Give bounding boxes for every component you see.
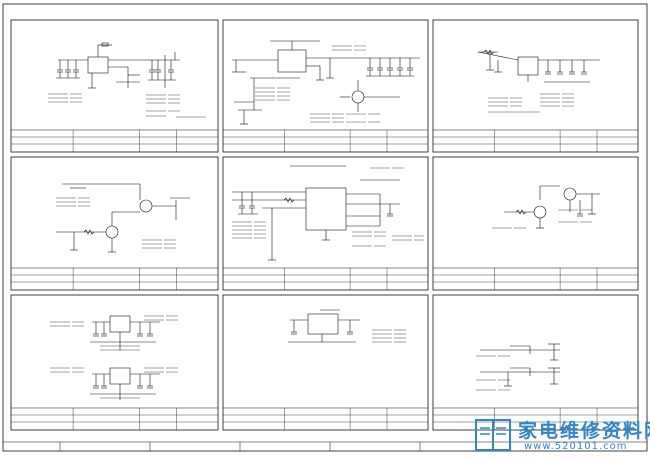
note-text-lines-9: [476, 355, 510, 391]
watermark-url: www.520101.com: [524, 441, 628, 452]
output-capacitors: [366, 58, 414, 77]
panel-frame: [222, 294, 429, 431]
watermark-title: 家电维修资料网: [518, 420, 650, 442]
panel-frame: [10, 294, 219, 431]
book-logo-icon: [475, 419, 511, 451]
note-text-lines-6: [492, 209, 592, 229]
note-text-lines-8: [372, 329, 406, 343]
panel-frame: [432, 294, 639, 431]
schematic-top-right: [477, 49, 600, 113]
schematic-bottom-right: [476, 343, 560, 391]
capacitor-bank: [56, 60, 176, 81]
schematic-middle-middle: [232, 165, 424, 261]
schematic-top-left: [48, 42, 206, 118]
sheet-bottom-ticks: [59, 442, 421, 451]
note-text-lines-7: [50, 315, 178, 399]
schematic-top-middle: [232, 40, 420, 125]
schematic-bottom-middle: [288, 309, 406, 343]
schematic-middle-right: [492, 185, 600, 229]
panel-frame: [222, 156, 429, 291]
panel-frame: [432, 156, 639, 291]
note-text-lines-4: [56, 197, 176, 249]
note-text-lines-3: [488, 93, 574, 113]
note-text-lines-2: [255, 45, 380, 123]
note-text-lines: [48, 93, 206, 118]
panel-frame: [10, 19, 219, 153]
panel-frame: [10, 156, 219, 291]
note-text-lines-5: [232, 167, 424, 247]
panel-frame: [222, 19, 429, 153]
schematic-middle-left: [56, 183, 190, 253]
watermark: 家电维修资料网 www.520101.com: [474, 414, 650, 456]
sheet-border: [2, 3, 648, 452]
panel-frame: [432, 19, 639, 153]
schematic-bottom-left: [50, 315, 178, 400]
